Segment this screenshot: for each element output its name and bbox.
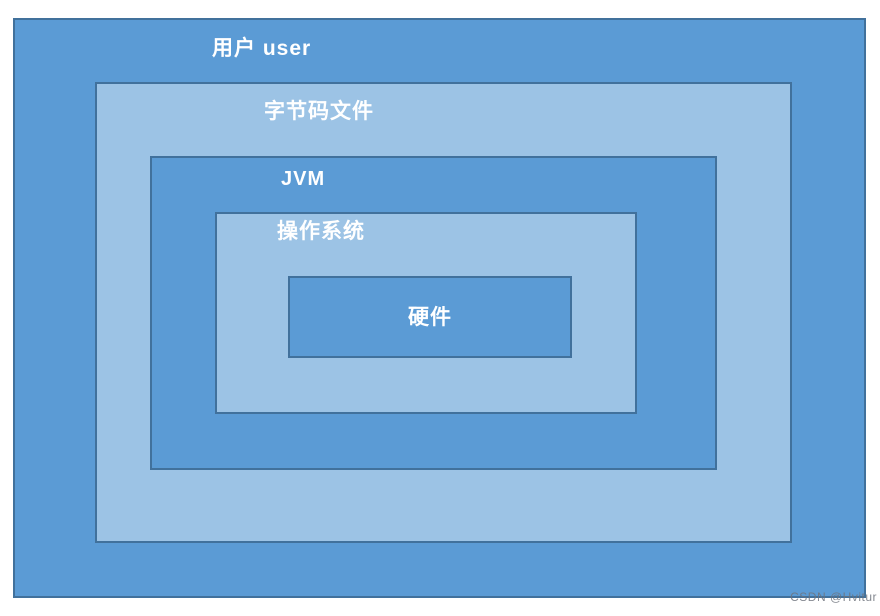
layer-label-user: 用户 user [212,37,312,60]
layer-label-operating-system: 操作系统 [277,220,365,243]
layer-label-bytecode-file: 字节码文件 [264,100,374,123]
watermark-text: CSDN @Hvitur [790,590,877,604]
layer-rect-hardware: 硬件 [288,276,572,358]
layer-label-hardware: 硬件 [408,305,452,329]
layer-label-jvm: JVM [281,168,326,190]
